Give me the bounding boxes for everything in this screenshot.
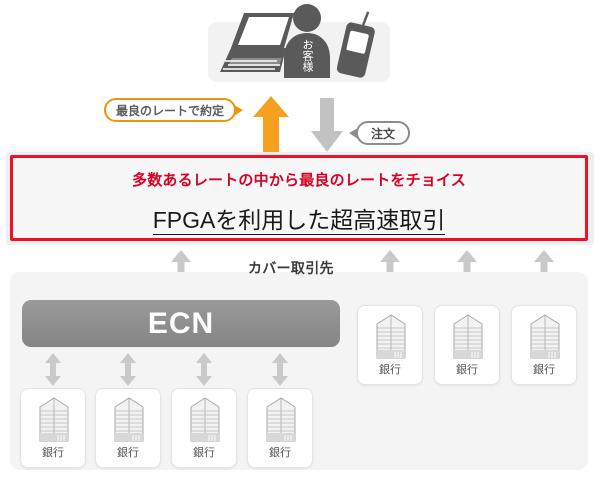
bank-card: 銀行 (20, 388, 86, 468)
double-headed-vertical-arrow-icon (272, 353, 288, 386)
arrow-up-icon (253, 96, 289, 153)
bank-label: 銀行 (379, 364, 401, 376)
mobile-phone-icon (336, 11, 375, 78)
bank-label: 銀行 (269, 447, 291, 459)
bank-building-icon (190, 397, 220, 442)
arrow-down-icon (311, 98, 343, 152)
cover-section-title: カバー取引先 (248, 260, 334, 276)
bank-building-icon (376, 314, 406, 359)
bank-card: 銀行 (171, 388, 237, 468)
person-icon (284, 4, 330, 78)
bank-card: 銀行 (511, 305, 577, 385)
double-headed-vertical-arrow-icon (120, 353, 136, 386)
bank-card: 銀行 (95, 388, 161, 468)
highlight-box-line2-text: FPGAを利用した超高速取引 (152, 207, 446, 235)
double-headed-vertical-arrow-icon (196, 353, 212, 386)
bank-card: 銀行 (434, 305, 500, 385)
bank-building-icon (114, 397, 144, 442)
ecn-bar: ECN (22, 300, 340, 347)
bank-building-icon (530, 314, 560, 359)
callout-best-rate-text: 最良のレートで約定 (115, 103, 224, 118)
highlight-box-line2: FPGAを利用した超高速取引 (13, 201, 585, 235)
bank-label: 銀行 (117, 447, 139, 459)
callout-tail-icon (234, 105, 243, 116)
laptop-icon (220, 13, 294, 72)
bank-building-icon (266, 397, 296, 442)
bank-building-icon (453, 314, 483, 359)
bank-card: 銀行 (357, 305, 423, 385)
callout-tail-icon (349, 128, 358, 139)
bank-label: 銀行 (456, 364, 478, 376)
callout-best-rate: 最良のレートで約定 (104, 98, 243, 122)
bank-card: 銀行 (247, 388, 313, 468)
customer-illustration (220, 4, 375, 78)
bank-building-icon (39, 397, 69, 442)
bank-label: 銀行 (193, 447, 215, 459)
callout-order-text: 注文 (370, 126, 395, 141)
bank-label: 銀行 (42, 447, 64, 459)
highlight-box: 多数あるレートの中から最良のレートをチョイス FPGAを利用した超高速取引 (10, 155, 588, 241)
highlight-box-line1: 多数あるレートの中から最良のレートをチョイス (132, 172, 466, 189)
callout-order: 注文 (349, 121, 410, 145)
ecn-label: ECN (147, 306, 215, 340)
bank-label: 銀行 (533, 364, 555, 376)
double-headed-vertical-arrow-icon (45, 353, 61, 386)
customer-label: お客様 (301, 38, 313, 72)
